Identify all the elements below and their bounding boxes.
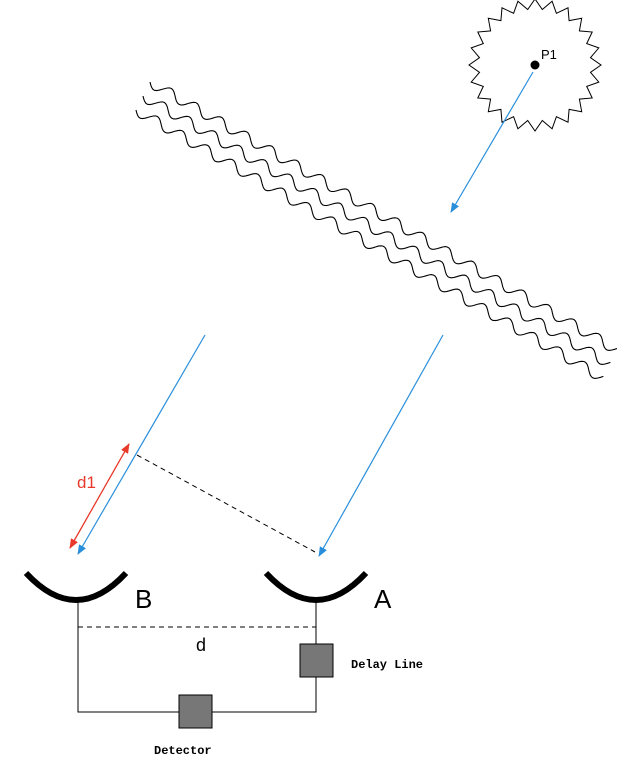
source-label: P1 bbox=[541, 47, 557, 62]
ray-to-b bbox=[77, 334, 206, 555]
detector-box bbox=[178, 694, 213, 729]
wavefront-dashed-line bbox=[136, 454, 316, 553]
delay-line-box bbox=[299, 643, 334, 678]
atmosphere-waves bbox=[135, 81, 617, 379]
source-point bbox=[530, 60, 540, 70]
baseline-label: d bbox=[196, 635, 206, 655]
mirror-b bbox=[23, 570, 129, 603]
path-difference-label: d1 bbox=[77, 473, 96, 492]
detector-label: Detector bbox=[154, 744, 212, 758]
source-ray bbox=[450, 71, 534, 213]
atmosphere-wave-line bbox=[142, 95, 611, 365]
path-difference-arrow bbox=[69, 443, 130, 549]
ray-to-a bbox=[318, 334, 444, 557]
atmosphere-wave-line bbox=[135, 109, 604, 379]
mirror-a bbox=[263, 570, 369, 603]
atmosphere-wave-line bbox=[149, 81, 617, 351]
delay-line-label: Delay Line bbox=[351, 658, 423, 672]
mirror-b-label: B bbox=[135, 584, 152, 614]
mirror-a-label: A bbox=[374, 584, 392, 614]
